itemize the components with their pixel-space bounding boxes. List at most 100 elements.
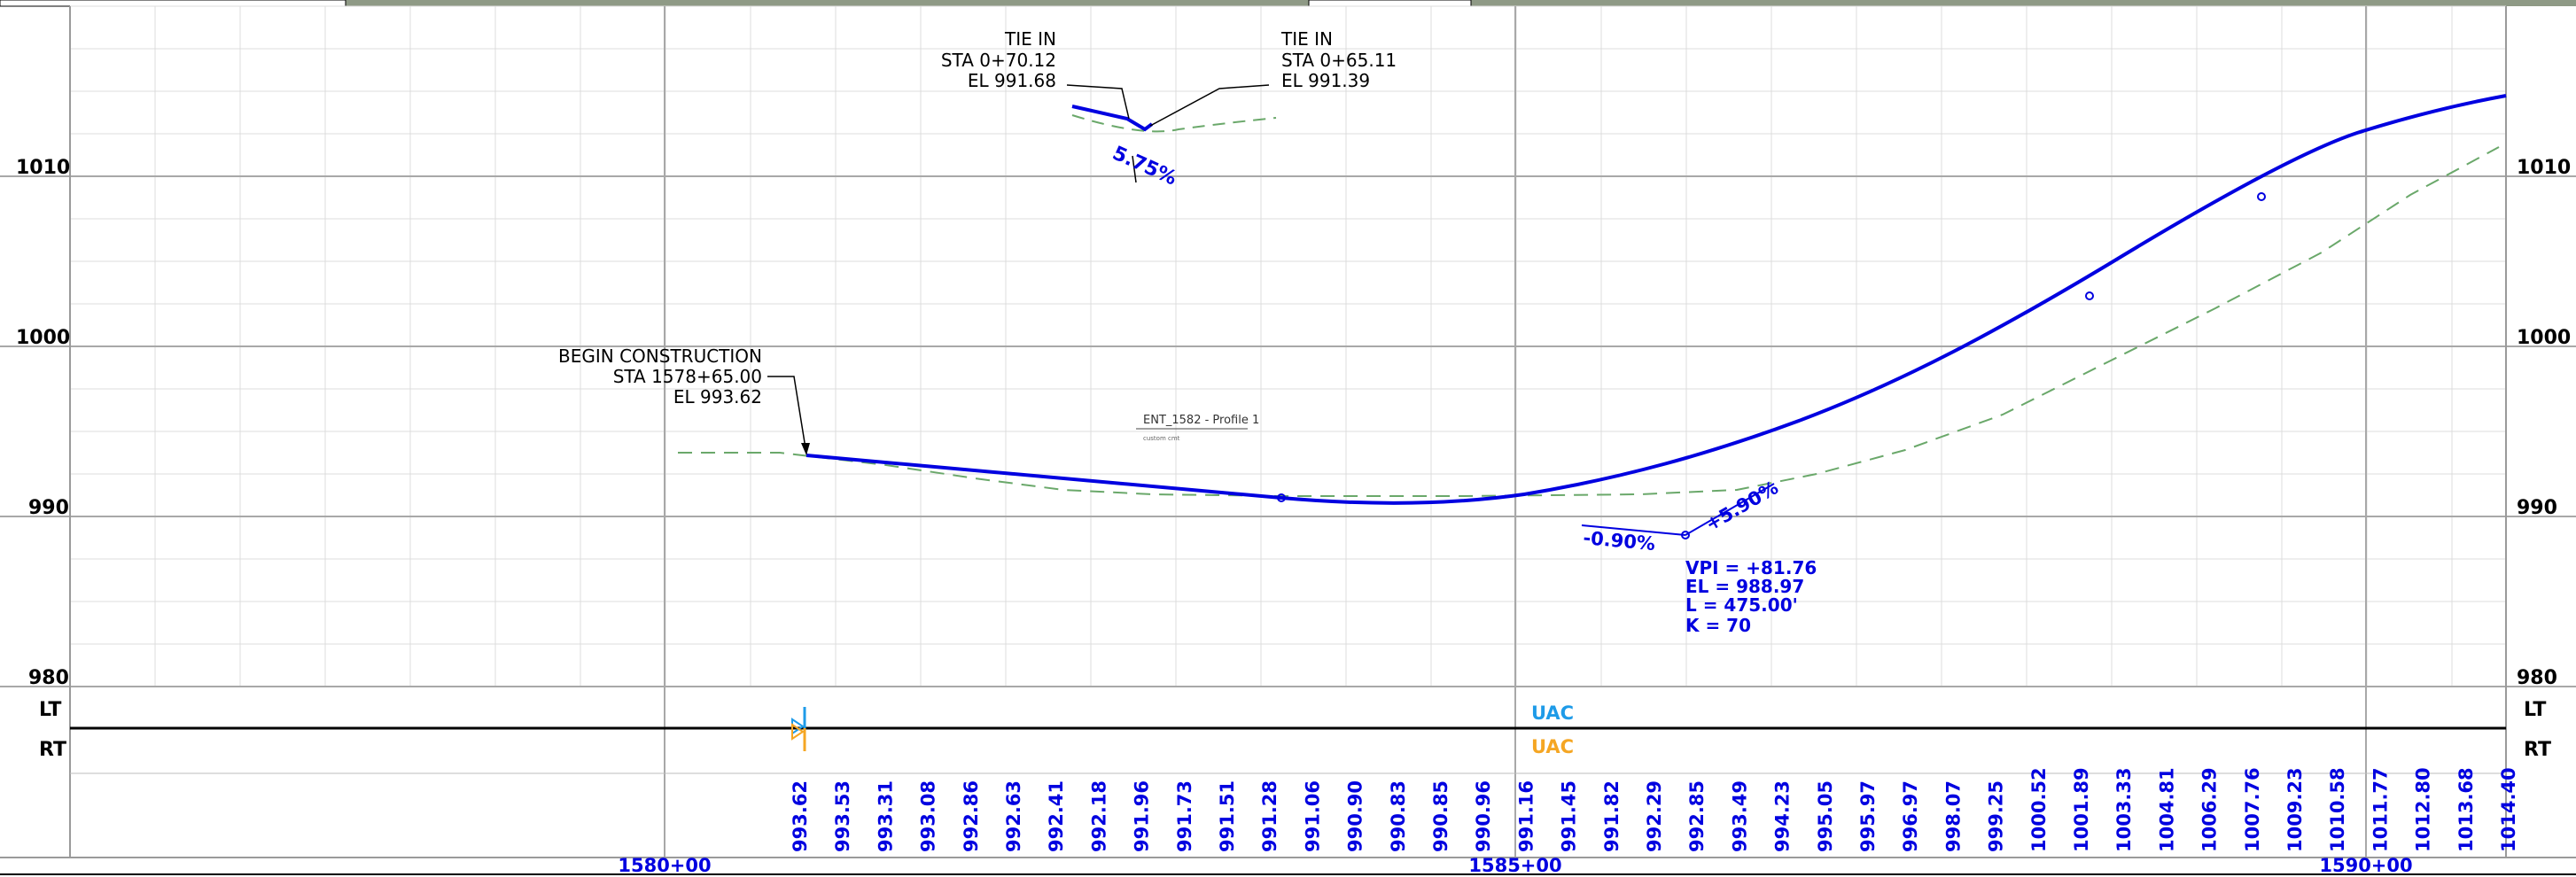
pgl-elevation-label: 992.86 (961, 780, 982, 852)
vpi-length: L = 475.00' (1685, 594, 1798, 616)
pgl-elevation-label: 1011.77 (2370, 767, 2391, 852)
vpi-data-block: VPI = +81.76 EL = 988.97 L = 475.00' K =… (1685, 557, 1817, 636)
existing-ground-line (678, 146, 2500, 497)
pgl-elevation-label: 992.85 (1686, 780, 1708, 852)
pgl-elevation-label: 999.25 (1986, 780, 2007, 852)
pgl-elevation-label: 991.45 (1559, 780, 1580, 852)
tie-in-left-title: TIE IN (1004, 28, 1056, 50)
elevation-axis-right: 1010 1000 990 980 (2517, 157, 2571, 689)
pgl-elevation-label: 990.85 (1430, 780, 1451, 852)
elevation-axis-left: 1010 1000 990 980 (16, 157, 70, 689)
proposed-tie-in (1071, 105, 1154, 132)
pgl-elevation-label: 991.06 (1302, 780, 1323, 852)
pgl-elevation-label: 1013.68 (2455, 767, 2477, 852)
profile-tag: ENT_1582 - Profile 1 custom cmt (1136, 414, 1259, 442)
pgl-elevation-label: 990.83 (1388, 780, 1409, 852)
tie-in-right-callout: TIE IN STA 0+65.11 EL 991.39 (1149, 28, 1397, 127)
title-box-right (1308, 0, 1472, 7)
tie-grade-tick (1132, 155, 1137, 183)
elev-label-right-980: 980 (2517, 667, 2557, 689)
pgl-elevation-label: 1006.29 (2199, 767, 2221, 852)
begin-construction-station: STA 1578+65.00 (613, 366, 762, 387)
pgl-elevation-label: 993.08 (918, 780, 939, 852)
pgl-elevation-label: 990.90 (1345, 780, 1366, 852)
elev-label-right-990: 990 (2517, 497, 2557, 519)
pgl-elevation-label: 1000.52 (2028, 767, 2050, 852)
pgl-elevation-label: 1010.58 (2327, 767, 2348, 852)
pgl-elevation-label: 1001.89 (2071, 767, 2092, 852)
station-label-1580: 1580+00 (618, 855, 711, 876)
elev-label-right-1010: 1010 (2517, 157, 2571, 179)
begin-construction-elevation: EL 993.62 (673, 386, 762, 407)
tie-grade-label: 5.75% (1109, 143, 1180, 190)
pgl-elevation-label: 1009.23 (2284, 767, 2306, 852)
pgl-elevation-label: 991.16 (1515, 780, 1537, 852)
pgl-elevation-label: 993.31 (875, 780, 896, 852)
aerial-strip (0, 0, 2576, 6)
pgl-elevation-label: 992.18 (1088, 780, 1109, 852)
pgl-elevation-label: 993.62 (790, 780, 811, 852)
pvi-marker-3 (2257, 192, 2266, 201)
tie-in-right-title: TIE IN (1280, 28, 1333, 50)
pgl-elevation-label: 998.07 (1942, 780, 1964, 852)
vpi-elevation: EL = 988.97 (1685, 576, 1804, 597)
grade-out-label: +5.90% (1702, 477, 1782, 535)
pgl-elevation-label: 996.97 (1900, 780, 1921, 852)
title-box-left (0, 0, 346, 7)
lt-label-left: LT (39, 699, 61, 721)
grade-out-line (1685, 483, 1775, 536)
tie-in-right-elevation: EL 991.39 (1281, 70, 1370, 91)
pgl-elevation-label: 995.05 (1815, 780, 1836, 852)
elev-label-left-1000: 1000 (16, 327, 70, 349)
pvi-marker-1 (1277, 493, 1286, 502)
pgl-elevation-label: 991.96 (1132, 780, 1153, 852)
begin-construction-callout: BEGIN CONSTRUCTION STA 1578+65.00 EL 993… (558, 345, 810, 455)
pgl-elevation-label: 991.28 (1259, 780, 1280, 852)
station-label-1585: 1585+00 (1468, 855, 1561, 876)
pgl-elevation-label: 1014.40 (2498, 767, 2519, 852)
proposed-grade-elevations: 993.62 993.53 993.31 993.08 992.86 992.63 992.… (790, 767, 2519, 852)
begin-construction-title: BEGIN CONSTRUCTION (558, 345, 762, 367)
vpi-marker (1681, 531, 1690, 539)
elev-label-left-990: 990 (28, 497, 69, 519)
tie-in-right-station: STA 0+65.11 (1281, 50, 1397, 71)
pgl-elevation-label: 1003.33 (2113, 767, 2135, 852)
lt-label-right: LT (2524, 699, 2546, 721)
pgl-elevation-label: 1004.81 (2156, 767, 2177, 852)
vpi-station: VPI = +81.76 (1685, 557, 1817, 578)
utility-label-orange: UAC (1531, 736, 1574, 757)
pgl-elevation-label: 1007.76 (2242, 767, 2263, 852)
pgl-elevation-label: 991.73 (1174, 780, 1195, 852)
elev-label-left-1010: 1010 (16, 157, 70, 179)
pgl-elevation-label: 995.97 (1857, 780, 1879, 852)
tie-in-left-callout: TIE IN STA 0+70.12 EL 991.68 (941, 28, 1130, 120)
pgl-elevation-label: 1012.80 (2413, 767, 2434, 852)
tie-in-left-station: STA 0+70.12 (941, 50, 1056, 71)
pgl-elevation-label: 991.51 (1217, 780, 1238, 852)
profile-tag-sub: custom cmt (1143, 435, 1180, 442)
pgl-elevation-label: 992.41 (1046, 780, 1067, 852)
tie-in-left-elevation: EL 991.68 (968, 70, 1056, 91)
pgl-elevation-label: 993.49 (1729, 780, 1750, 852)
elev-label-right-1000: 1000 (2517, 327, 2571, 349)
proposed-profile (805, 94, 2507, 505)
rt-label-left: RT (39, 739, 66, 761)
pgl-elevation-label: 992.29 (1644, 780, 1665, 852)
utility-crossing-marker (791, 707, 806, 751)
vpi-k-value: K = 70 (1685, 615, 1751, 636)
rt-label-right: RT (2524, 739, 2551, 761)
pgl-elevation-label: 992.63 (1003, 780, 1024, 852)
pgl-elevation-label: 990.96 (1473, 780, 1494, 852)
pgl-elevation-label: 993.53 (832, 780, 853, 852)
major-grid (0, 6, 2576, 858)
pgl-elevation-label: 994.23 (1772, 780, 1794, 852)
elev-label-left-980: 980 (28, 667, 69, 689)
pgl-elevation-label: 991.82 (1601, 780, 1623, 852)
grade-in-line (1581, 524, 1686, 536)
utility-label-blue: UAC (1531, 702, 1574, 724)
station-label-1590: 1590+00 (2319, 855, 2412, 876)
profile-tag-title: ENT_1582 - Profile 1 (1143, 414, 1259, 427)
pvi-marker-2 (2085, 291, 2094, 300)
existing-ground-tie (1071, 114, 1277, 133)
